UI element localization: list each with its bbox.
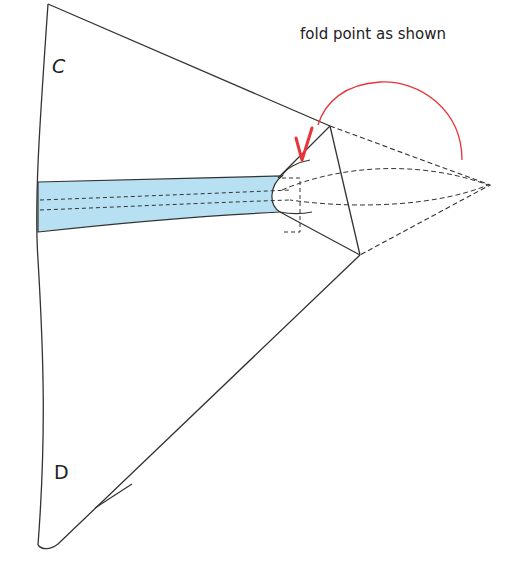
fold-crease <box>330 126 360 255</box>
instruction-note: fold point as shown <box>300 26 446 43</box>
top-edge <box>48 4 330 126</box>
blue-band <box>38 176 282 232</box>
fold-arrowhead <box>296 128 312 160</box>
corner-letter: C <box>52 56 65 77</box>
corner-line <box>95 484 132 508</box>
flap-dashed <box>330 126 490 255</box>
band-end <box>280 160 312 214</box>
left-edge <box>37 4 48 545</box>
bottom-edge <box>38 255 360 549</box>
flap-band-dashed <box>282 169 488 205</box>
band-fold-dashed <box>40 190 290 200</box>
fold-edge <box>278 126 360 255</box>
band-end-dashed <box>282 178 300 232</box>
corner-letter: D <box>54 462 69 483</box>
fold-arrow <box>318 82 462 160</box>
band-fold-dashed <box>40 200 290 210</box>
